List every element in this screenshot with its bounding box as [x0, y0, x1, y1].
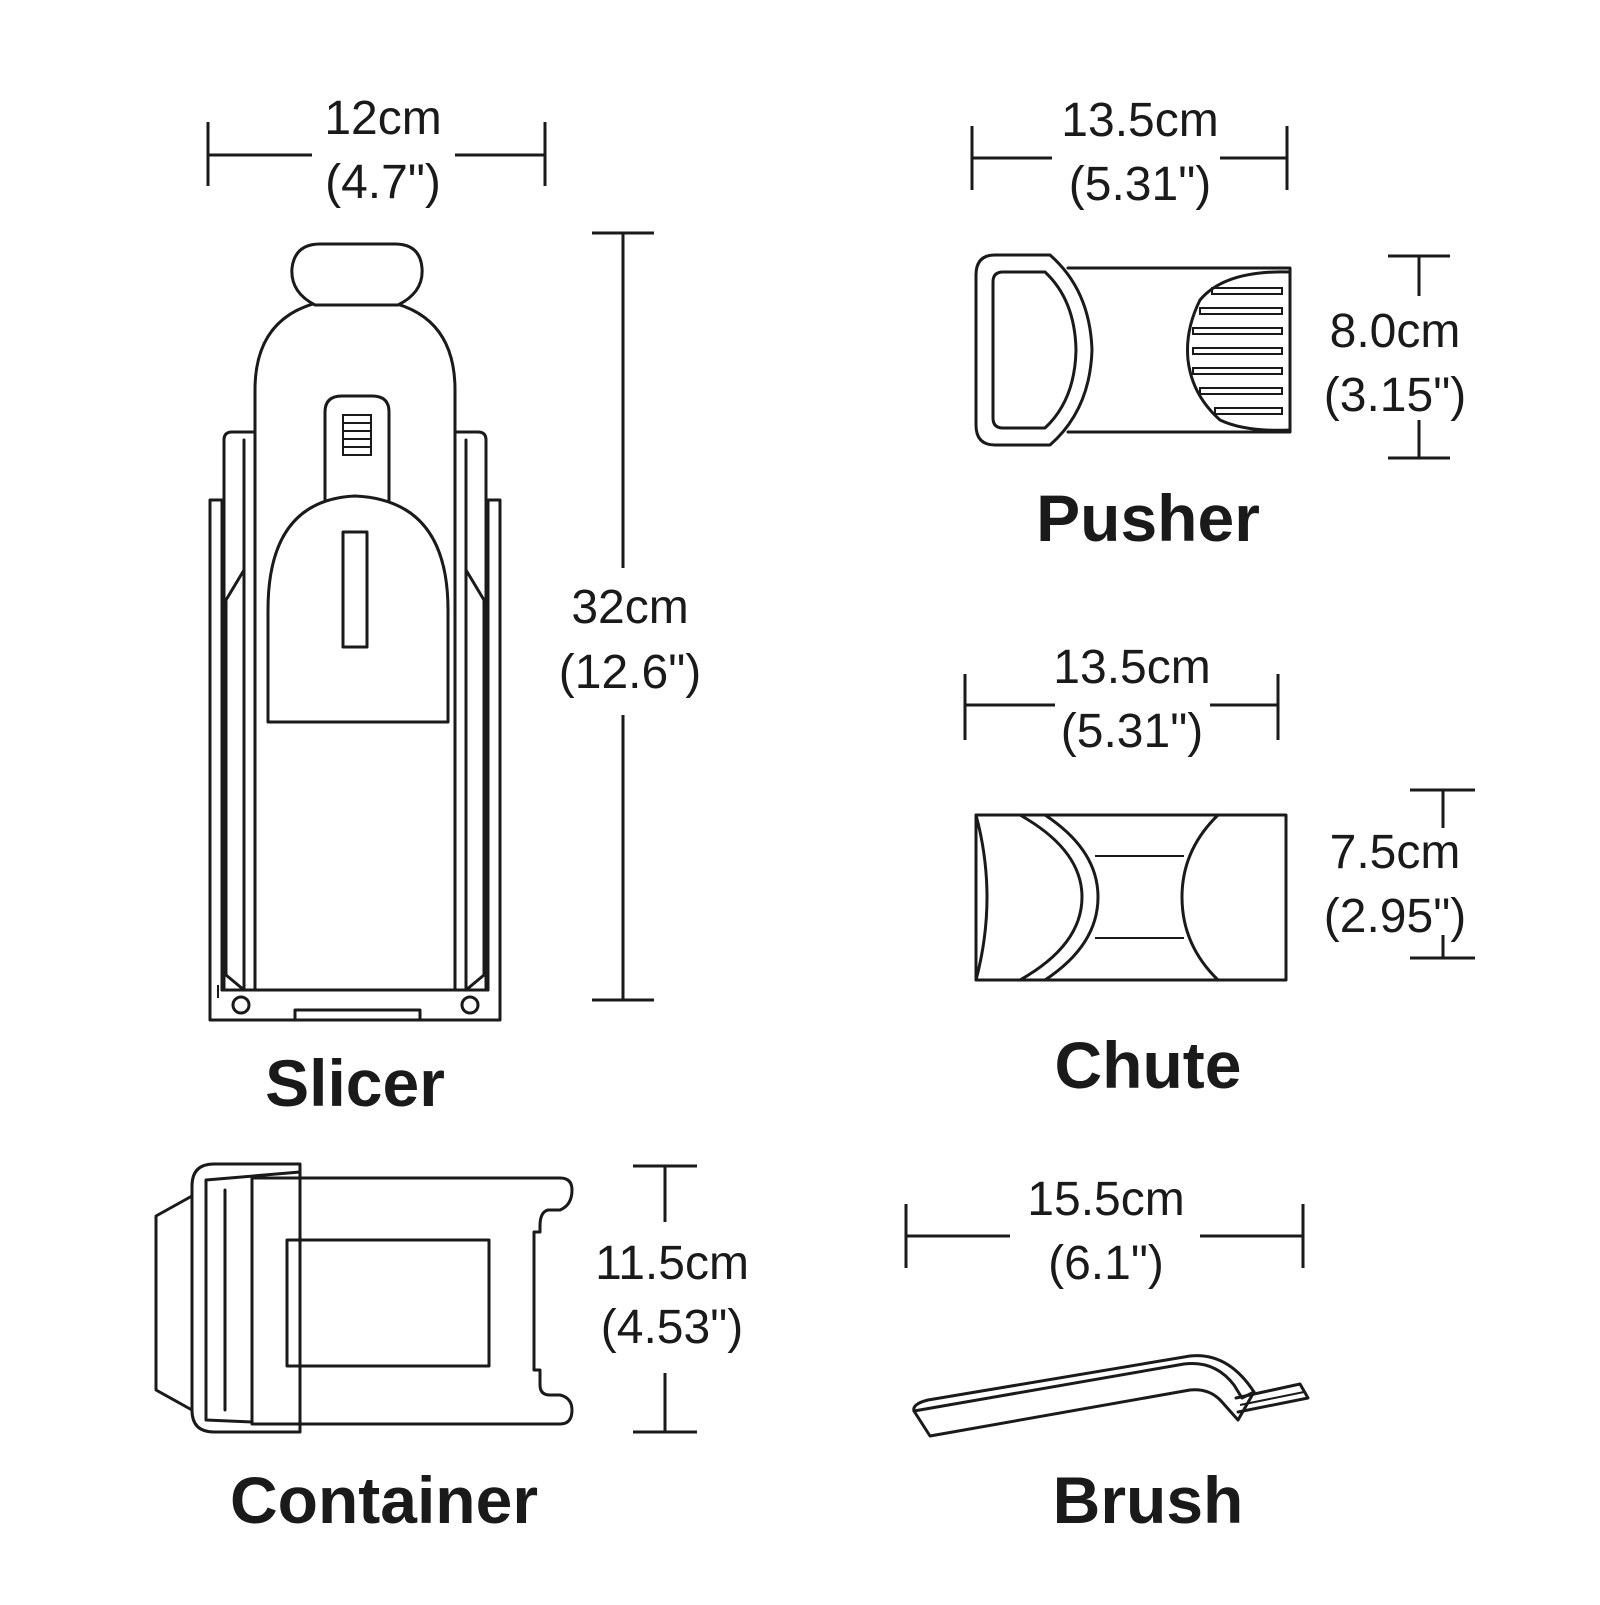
- brush-width-cm: 15.5cm: [1027, 1173, 1184, 1226]
- slicer-label: Slicer: [265, 1046, 445, 1120]
- pusher-height-cm: 8.0cm: [1330, 305, 1461, 358]
- chute-width-dimension: 13.5cm (5.31"): [963, 641, 1280, 758]
- brush-group: 15.5cm (6.1") Brush: [904, 1173, 1310, 1537]
- container-label: Container: [230, 1463, 538, 1537]
- chute-height-dimension: 7.5cm (2.95"): [1324, 788, 1475, 960]
- slicer-illustration: [208, 242, 502, 1022]
- pusher-grid-pattern: [1192, 287, 1283, 415]
- pusher-width-cm: 13.5cm: [1061, 94, 1218, 147]
- slicer-width-dimension: 12cm (4.7"): [206, 92, 547, 209]
- chute-illustration: [974, 813, 1288, 982]
- pusher-group: 13.5cm (5.31") 8.0cm (3.15"): [970, 94, 1466, 555]
- chute-width-cm: 13.5cm: [1053, 641, 1210, 694]
- brush-width-inch: (6.1"): [1048, 1237, 1164, 1290]
- pusher-height-dimension: 8.0cm (3.15"): [1324, 254, 1466, 460]
- container-height-cm: 11.5cm: [595, 1237, 749, 1290]
- slicer-width-cm: 12cm: [324, 92, 441, 145]
- container-group: 11.5cm (4.53") Container: [154, 1162, 749, 1537]
- chute-height-inch: (2.95"): [1324, 890, 1466, 943]
- container-illustration: [154, 1162, 574, 1434]
- slicer-width-inch: (4.7"): [325, 156, 441, 209]
- slicer-height-inch: (12.6"): [559, 646, 701, 699]
- slicer-height-dimension: 32cm (12.6"): [559, 231, 701, 1002]
- slicer-group: 12cm (4.7") 32cm (12.6"): [206, 92, 701, 1120]
- brush-illustration: [912, 1354, 1310, 1438]
- pusher-width-inch: (5.31"): [1069, 158, 1211, 211]
- chute-height-cm: 7.5cm: [1330, 826, 1461, 879]
- chute-group: 13.5cm (5.31") 7.5cm (2.95") Chute: [963, 641, 1475, 1102]
- brush-label: Brush: [1053, 1463, 1244, 1537]
- container-height-dimension: 11.5cm (4.53"): [595, 1164, 749, 1434]
- brush-width-dimension: 15.5cm (6.1"): [904, 1173, 1305, 1290]
- pusher-label: Pusher: [1036, 481, 1260, 555]
- chute-label: Chute: [1055, 1028, 1242, 1102]
- pusher-illustration: [974, 253, 1292, 447]
- chute-width-inch: (5.31"): [1061, 705, 1203, 758]
- pusher-width-dimension: 13.5cm (5.31"): [970, 94, 1289, 211]
- pusher-height-inch: (3.15"): [1324, 369, 1466, 422]
- container-height-inch: (4.53"): [601, 1301, 743, 1354]
- slicer-height-cm: 32cm: [571, 581, 688, 634]
